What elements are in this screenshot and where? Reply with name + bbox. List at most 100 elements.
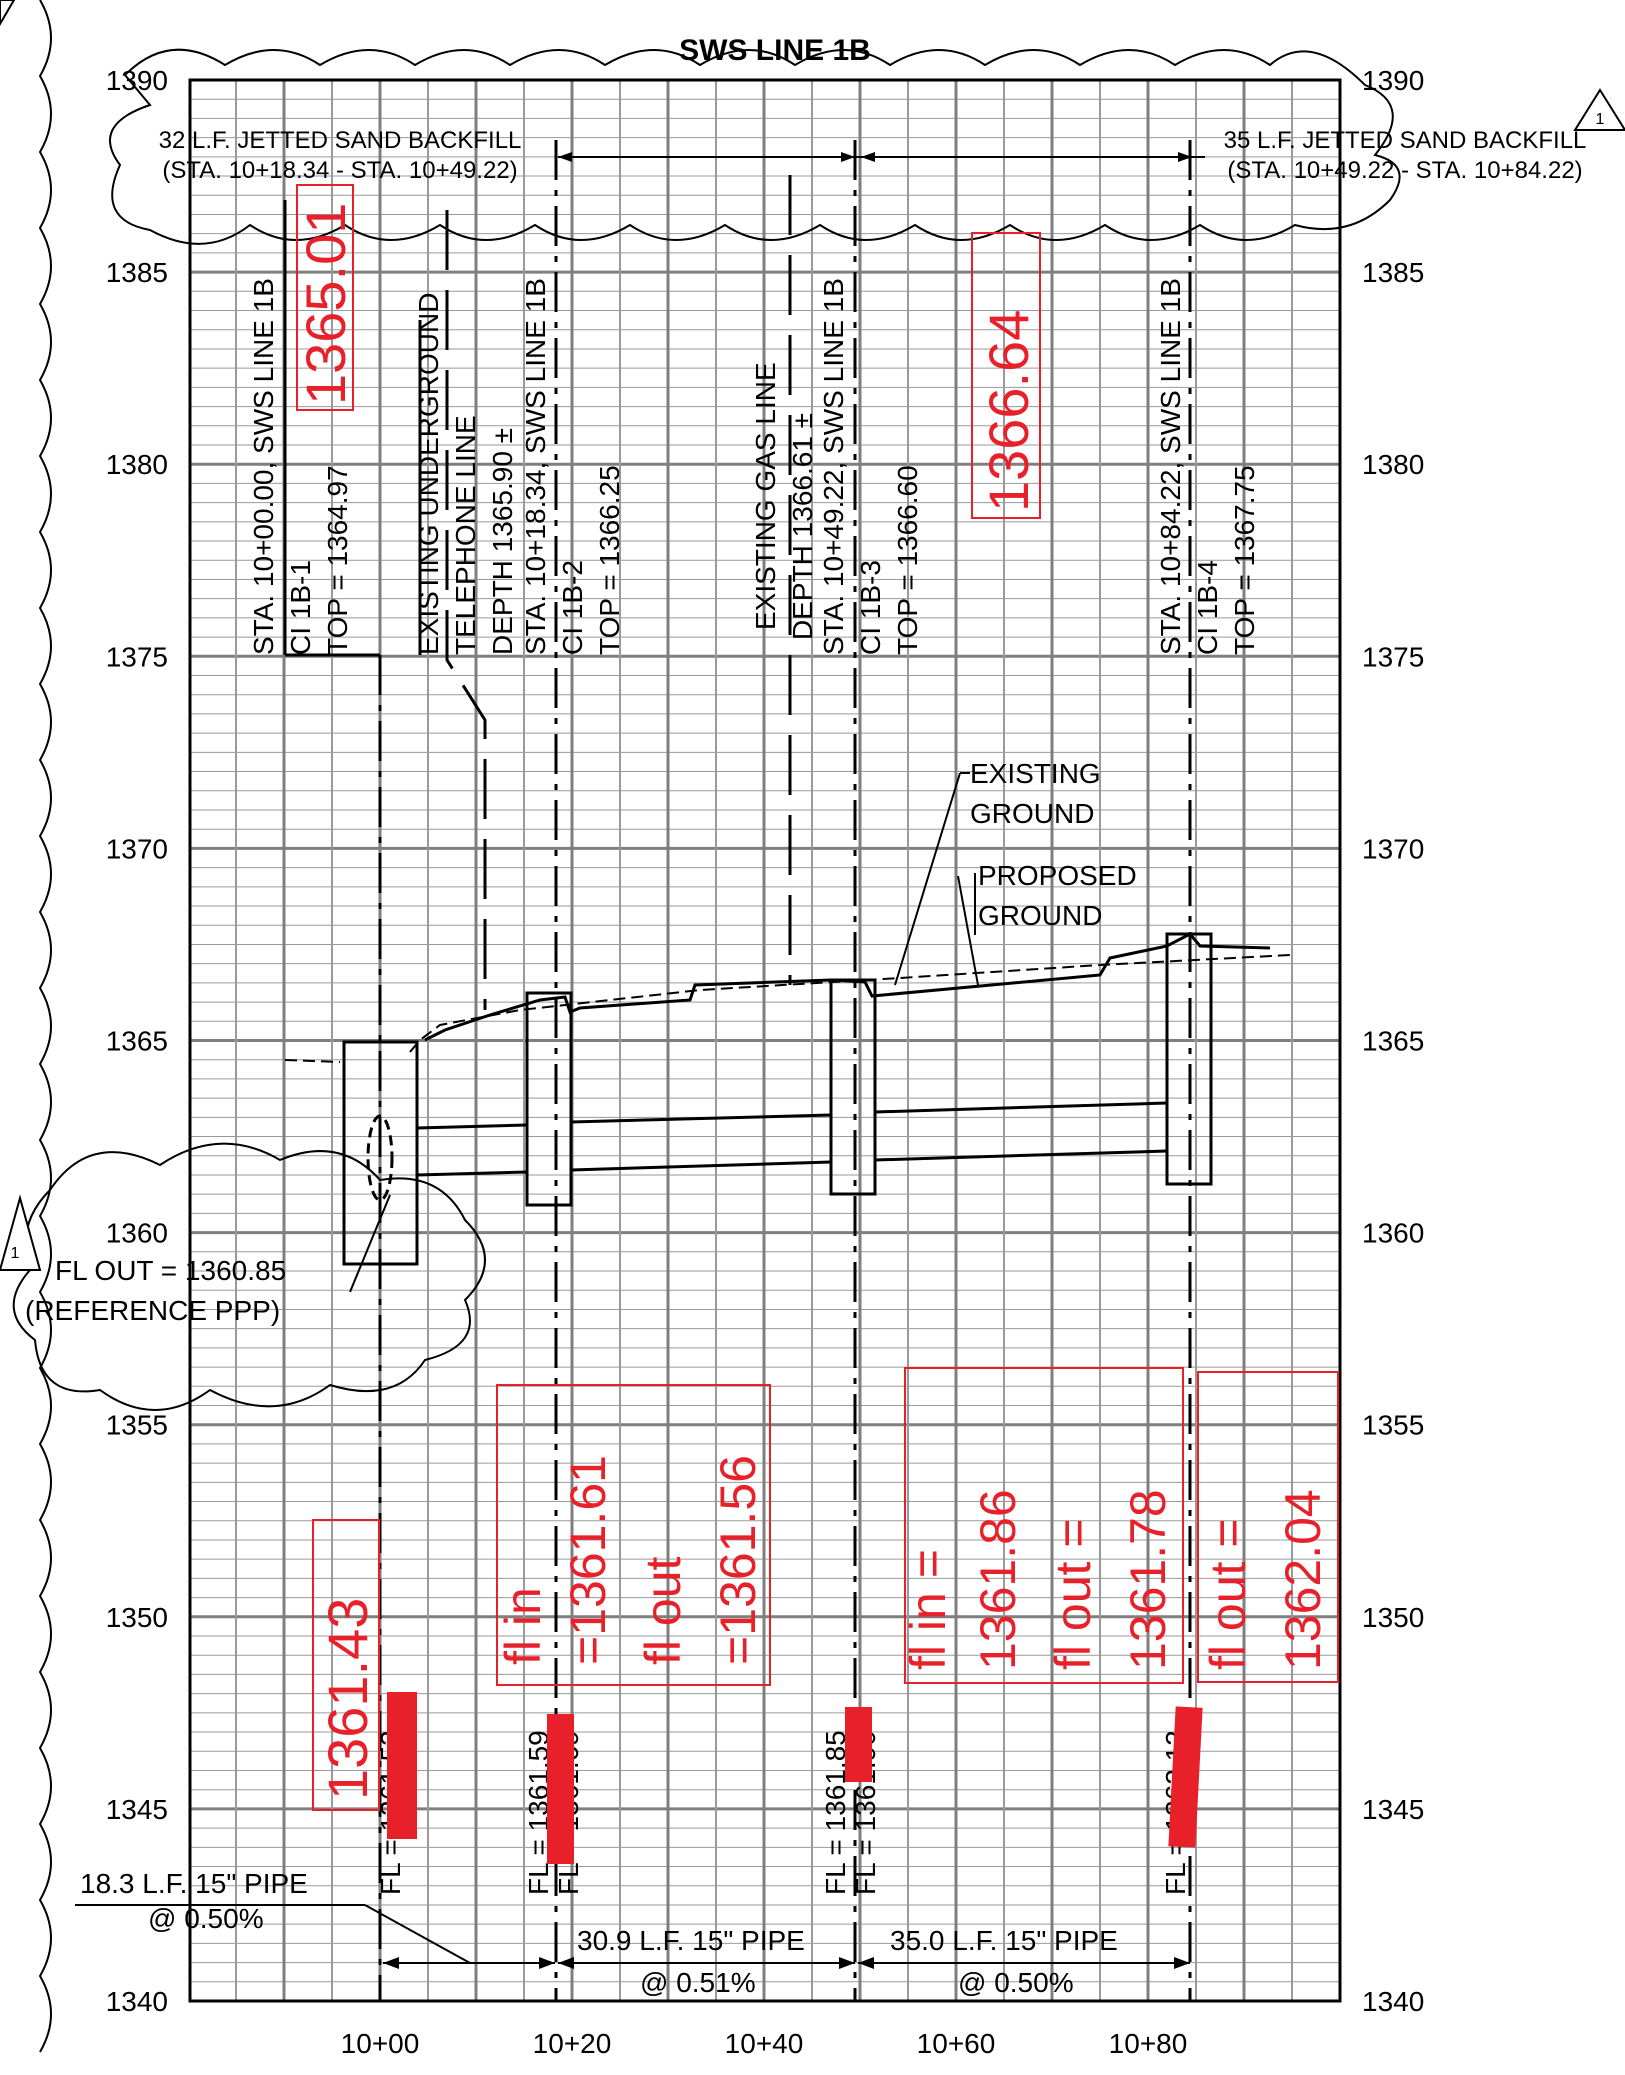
elevation-label-right: 1380	[1362, 449, 1424, 480]
elevation-label-left: 1385	[106, 257, 168, 288]
backfill-right-line1: 35 L.F. JETTED SAND BACKFILL	[1224, 127, 1587, 154]
pipe-1-slope: @ 0.50%	[148, 1903, 264, 1934]
elevation-label-left: 1380	[106, 449, 168, 480]
elevation-label-right: 1350	[1362, 1602, 1424, 1633]
pipe-profiles	[366, 1101, 1168, 1202]
station-label: 10+60	[917, 2028, 996, 2059]
tel-depth: DEPTH 1365.90 ±	[487, 428, 518, 655]
backfill-left-line1: 32 L.F. JETTED SAND BACKFILL	[159, 127, 522, 154]
markup-b3-line3: fl out =	[1045, 1519, 1101, 1671]
s1-top: TOP = 1364.97	[322, 465, 353, 655]
s4-station: STA. 10+84.22, SWS LINE 1B	[1155, 278, 1186, 655]
markup-b2-line3: fl out	[635, 1556, 691, 1665]
s1-id: CI 1B-1	[285, 560, 316, 655]
s3-station: STA. 10+49.22, SWS LINE 1B	[818, 278, 849, 655]
markup-top-1: 1365.01	[294, 203, 357, 405]
station-label: 10+20	[533, 2028, 612, 2059]
utility-telephone-label: EXISTING UNDERGROUND TELEPHONE LINE DEPT…	[413, 293, 518, 655]
elevation-label-left: 1360	[106, 1218, 168, 1249]
tel-line2: TELEPHONE LINE	[450, 415, 481, 655]
elevation-label-left: 1350	[106, 1602, 168, 1633]
markup-top-3: 1366.64	[977, 310, 1040, 512]
revision-number-left: 1	[11, 1245, 20, 1262]
revision-triangle-left-icon	[0, 1194, 42, 1271]
inlet-ci-1b-2	[525, 991, 573, 1207]
utility-lines	[418, 175, 792, 1010]
structure-centerlines	[283, 140, 1192, 2001]
reference-ppp: (REFERENCE PPP)	[25, 1295, 280, 1326]
elevation-label-right: 1345	[1362, 1794, 1424, 1825]
revision-number: 1	[1596, 111, 1605, 128]
elevation-label-left: 1340	[106, 1986, 168, 2017]
proposed-ground-line	[424, 932, 1271, 1042]
pipe-dimensions	[75, 1904, 1190, 1964]
gas-line1: EXISTING GAS LINE	[750, 362, 781, 630]
elevation-label-right: 1355	[1362, 1410, 1424, 1441]
utility-gas-label: EXISTING GAS LINE DEPTH 1366.61 ±	[750, 362, 818, 640]
station-label: 10+40	[725, 2028, 804, 2059]
markup-b3-line4: 1361.78	[1120, 1489, 1176, 1670]
elevation-label-left: 1390	[106, 65, 168, 96]
existing-ground-label-1: EXISTING	[970, 758, 1101, 789]
pipe-1-length: 18.3 L.F. 15" PIPE	[80, 1868, 308, 1899]
structure-label-4: STA. 10+84.22, SWS LINE 1B CI 1B-4 TOP =…	[1155, 278, 1260, 655]
s3-top: TOP = 1366.60	[892, 465, 923, 655]
reference-revision-cloud	[12, 1142, 486, 1411]
proposed-ground-label-2: GROUND	[978, 900, 1102, 931]
markup-b2-line1: fl in	[495, 1587, 551, 1665]
elevation-label-left: 1375	[106, 641, 168, 672]
leader-lines	[349, 772, 979, 1293]
structure-label-3: STA. 10+49.22, SWS LINE 1B CI 1B-3 TOP =…	[818, 278, 923, 655]
elevation-label-left: 1345	[106, 1794, 168, 1825]
station-label: 10+80	[1109, 2028, 1188, 2059]
pipe-2-length: 30.9 L.F. 15" PIPE	[577, 1925, 805, 1956]
markup-b2-line2: =1361.61	[560, 1455, 616, 1665]
backfill-right-line2: (STA. 10+49.22 - STA. 10+84.22)	[1227, 157, 1582, 184]
elevation-label-left: 1355	[106, 1410, 168, 1441]
elevation-labels-left: 1390 1385 1380 1375 1370 1365 1360 1355 1350 1345…	[106, 65, 168, 2017]
left-revision-cloud-edge	[38, 0, 52, 2053]
corner-triangle-icon	[0, 0, 16, 26]
backfill-arrow-left	[558, 152, 572, 162]
elevation-label-left: 1365	[106, 1026, 168, 1057]
backfill-arrow-mid-right	[861, 152, 875, 162]
markup-b3-line1: fl in =	[900, 1549, 956, 1670]
inlet-ci-1b-1	[342, 1040, 419, 1266]
red-markup-boxes	[296, 184, 1339, 1811]
elevation-label-right: 1365	[1362, 1026, 1424, 1057]
top-revision-cloud	[109, 48, 1401, 245]
inlet-ci-1b-3	[829, 978, 877, 1196]
backfill-arrow-mid-left	[841, 152, 855, 162]
gas-depth: DEPTH 1366.61 ±	[787, 413, 818, 640]
markup-b4-line2: 1362.04	[1275, 1489, 1331, 1670]
s4-id: CI 1B-4	[1192, 560, 1223, 655]
elevation-label-right: 1390	[1362, 65, 1424, 96]
elevation-label-right: 1375	[1362, 641, 1424, 672]
red-markup-text: 1365.01 1366.64 1361.43 fl in =1361.61 f…	[294, 203, 1331, 1800]
elevation-labels-right: 1390138513801375137013651360135513501345…	[1362, 65, 1424, 2017]
reference-fl-out: FL OUT = 1360.85	[55, 1255, 286, 1286]
elevation-label-right: 1340	[1362, 1986, 1424, 2017]
elevation-label-right: 1385	[1362, 257, 1424, 288]
revision-triangle-icon	[1573, 88, 1625, 131]
tel-line1: EXISTING UNDERGROUND	[413, 293, 444, 655]
flowline-labels: FL = 1361.53 FL = 1361.59 FL = 1361.69 F…	[375, 1730, 1191, 1895]
s2-station: STA. 10+18.34, SWS LINE 1B	[520, 278, 551, 655]
pipe-dimension-arrows	[383, 1957, 1190, 1969]
elevation-label-left: 1370	[106, 833, 168, 864]
station-label: 10+00	[341, 2028, 420, 2059]
elevation-label-right: 1370	[1362, 833, 1424, 864]
backfill-arrow-right	[1178, 152, 1192, 162]
structure-label-1: STA. 10+00.00, SWS LINE 1B CI 1B-1 TOP =…	[248, 278, 353, 655]
s2-top: TOP = 1366.25	[594, 465, 625, 655]
markup-b4-line1: fl out =	[1200, 1519, 1256, 1671]
s4-top: TOP = 1367.75	[1229, 465, 1260, 655]
markup-fl-1: 1361.43	[316, 1598, 379, 1800]
station-labels: 10+00 10+20 10+40 10+60 10+80	[341, 2028, 1188, 2059]
s1-station: STA. 10+00.00, SWS LINE 1B	[248, 278, 279, 655]
pipe-2-slope: @ 0.51%	[640, 1967, 756, 1998]
markup-b2-line4: =1361.56	[710, 1455, 766, 1665]
s2-id: CI 1B-2	[557, 560, 588, 655]
existing-ground-label-2: GROUND	[970, 798, 1094, 829]
